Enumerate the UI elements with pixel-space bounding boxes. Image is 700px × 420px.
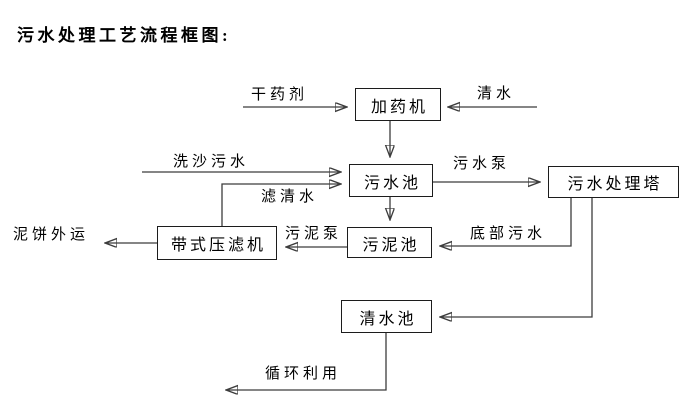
node-dosing-machine: 加药机 xyxy=(355,88,441,121)
diagram-title: 污水处理工艺流程框图: xyxy=(17,26,232,45)
node-clean-water-pool: 清水池 xyxy=(341,300,432,333)
arrow-recycle xyxy=(227,333,387,390)
node-treatment-tower: 污水处理塔 xyxy=(548,166,679,198)
label-sewage-pump: 污水泵 xyxy=(453,156,511,172)
label-dry-chemical: 干药剂 xyxy=(251,87,309,103)
label-bottom-sewage: 底部污水 xyxy=(470,226,547,242)
node-belt-filter-press: 带式压滤机 xyxy=(157,226,277,260)
label-sludge-pump: 污泥泵 xyxy=(285,226,343,242)
label-recycle: 循环利用 xyxy=(265,366,342,382)
label-mud-cake-out: 泥饼外运 xyxy=(13,227,90,243)
label-sand-washing-sewage: 洗沙污水 xyxy=(173,154,250,170)
arrow-bottom-sewage xyxy=(441,198,572,246)
arrow-tower-to-clean-pool xyxy=(441,198,593,317)
node-sludge-pool: 污泥池 xyxy=(347,227,432,258)
label-filtered-water: 滤清水 xyxy=(261,189,319,205)
node-sewage-pool: 污水池 xyxy=(349,164,433,197)
label-clean-water: 清水 xyxy=(477,86,516,102)
arrow-filtered-water xyxy=(221,184,340,226)
